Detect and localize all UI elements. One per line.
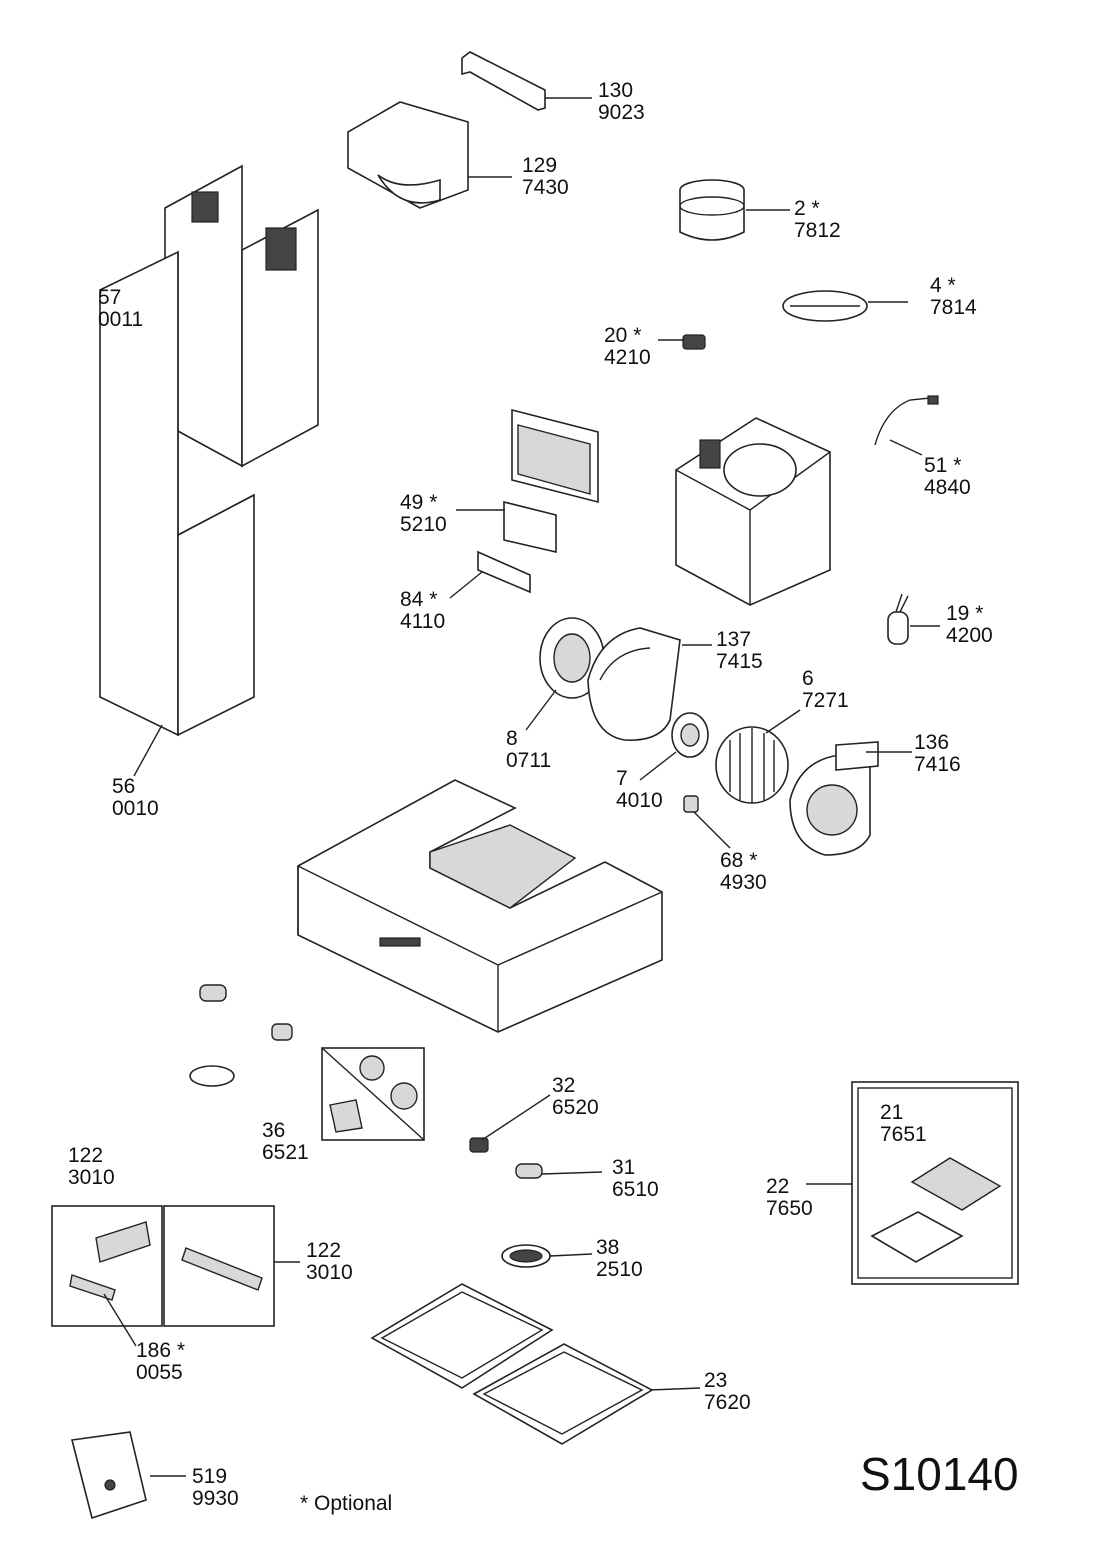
- part-20-connector: [658, 334, 706, 350]
- part-519-hardware-bag: [71, 1431, 186, 1520]
- part-137-scroll: [587, 627, 712, 741]
- part-motor-housing: [675, 417, 831, 606]
- part-56-lower-chimney: [99, 250, 255, 777]
- part-label: 2 *7812: [794, 197, 841, 242]
- optional-note: * Optional: [300, 1492, 393, 1515]
- part-129-duct-adapter: [347, 101, 512, 209]
- part-loose-small: [189, 984, 293, 1087]
- part-hood-canopy: [297, 779, 663, 1033]
- part-label: 51 *4840: [924, 454, 971, 499]
- part-31-bulb: [515, 1163, 603, 1179]
- part-label: 4 *7814: [930, 274, 977, 319]
- part-32-lamp-holder: [469, 1094, 551, 1153]
- part-label: 84 *4110: [400, 588, 446, 633]
- part-57-upper-chimney: [142, 164, 319, 468]
- part-4-damper: [782, 290, 908, 322]
- part-36-kit-box: [321, 1047, 425, 1141]
- part-19-capacitor: [887, 593, 940, 645]
- part-136-scroll: [789, 741, 912, 856]
- part-label: 20 *4210: [604, 324, 651, 369]
- part-6-blower-wheel: [715, 709, 801, 804]
- part-38-lens: [501, 1244, 593, 1268]
- part-2-collar: [679, 179, 790, 241]
- part-51-cable: [874, 395, 939, 456]
- drawing-id: S10140: [860, 1448, 1019, 1500]
- part-84-clip: [449, 550, 531, 599]
- part-49-panel: [456, 408, 599, 554]
- part-7-motor: [639, 712, 709, 781]
- part-23-grease-filters: [370, 1283, 701, 1445]
- part-label: 186 *0055: [136, 1339, 186, 1384]
- part-label: 19 *4200: [946, 602, 993, 647]
- part-130-bracket: [461, 51, 592, 111]
- part-label: 68 *4930: [720, 849, 767, 894]
- part-22-filter-kit: [806, 1081, 1019, 1285]
- part-68-small: [683, 795, 731, 849]
- part-122-switch-boxes: [51, 1205, 300, 1347]
- part-label: 49 *5210: [400, 491, 447, 536]
